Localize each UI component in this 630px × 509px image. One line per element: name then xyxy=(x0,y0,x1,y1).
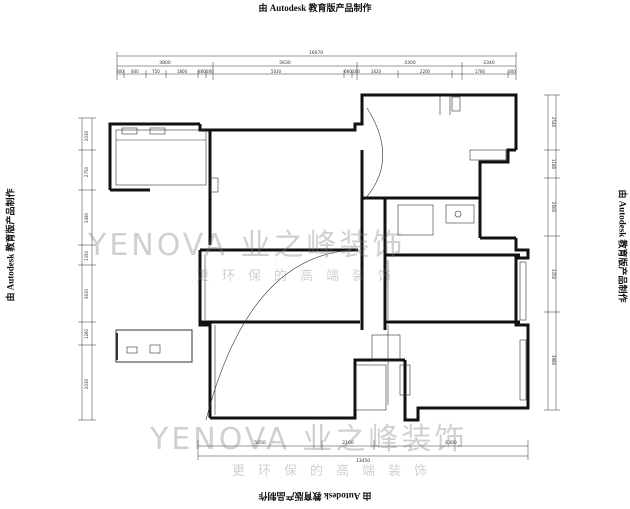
dim-label: 3490 xyxy=(84,212,89,223)
dim-label: 840 xyxy=(131,69,139,74)
dim-right-col: 2540 1180 2600 3350 3980 xyxy=(551,117,556,366)
detail-lines xyxy=(115,95,527,421)
wall-segment xyxy=(478,148,516,238)
dim-label: 3350 xyxy=(551,269,556,280)
dim-label: 3630 xyxy=(84,288,89,299)
dim-label: 1780 xyxy=(475,69,486,74)
dim-overall-bottom: 13450 xyxy=(356,458,370,464)
dim-label: 1260 xyxy=(84,328,89,339)
wall-segment xyxy=(108,122,200,190)
dim-label: 2030 xyxy=(84,130,89,141)
dim-label: 2030 xyxy=(84,378,89,389)
dim-label: 660 xyxy=(344,69,352,74)
dim-label: 1620 xyxy=(371,69,382,74)
dim-label: 2200 xyxy=(420,69,431,74)
dim-label: 1800 xyxy=(177,69,188,74)
dim-top-row1: 3800 5630 4300 2340 xyxy=(159,60,495,66)
autodesk-banner-right: 由 Autodesk 教育版产品制作 xyxy=(617,189,628,303)
dim-label: 2100 xyxy=(342,440,354,446)
dim-label: 300 xyxy=(508,69,516,74)
watermark-slogan: 更环保的高端装饰 xyxy=(196,269,405,284)
dim-label: 2750 xyxy=(84,166,89,177)
autodesk-banner-bottom: 由 Autodesk 教育版产品制作 xyxy=(258,491,372,501)
dim-label: 3980 xyxy=(551,355,556,366)
dim-label: 3800 xyxy=(159,60,171,66)
dim-label: 5030 xyxy=(271,69,282,74)
right-dimension-lines xyxy=(544,94,560,411)
dim-label: 750 xyxy=(152,69,160,74)
watermark-logo: YENOVA 业之峰装饰 xyxy=(88,228,406,263)
dim-label: 1180 xyxy=(551,159,556,170)
wall-segment xyxy=(198,93,518,150)
wall-segment xyxy=(198,250,212,418)
dim-label: 6300 xyxy=(445,440,457,446)
dim-label: 5050 xyxy=(254,440,266,446)
walls xyxy=(108,93,530,422)
wall-segment xyxy=(514,238,530,340)
dim-bottom-row1: 5050 2100 6300 xyxy=(254,440,457,446)
dim-overall-top: 16070 xyxy=(309,50,323,56)
dim-label: 300 xyxy=(116,69,124,74)
dim-label: 5630 xyxy=(279,60,291,66)
wall-segment xyxy=(210,358,405,420)
watermark-logo: YENOVA 业之峰装饰 xyxy=(150,422,468,457)
watermark-slogan: 更环保的高端装饰 xyxy=(232,464,441,479)
dim-top-row2: 300 840 750 1800 800 300 5030 660 300 16… xyxy=(116,69,516,74)
dim-label: 2340 xyxy=(483,60,495,66)
dim-label: 4300 xyxy=(404,60,416,66)
dim-label: 800 xyxy=(198,69,206,74)
dim-left-col: 2030 2750 3490 1350 3630 1260 2030 xyxy=(84,130,89,389)
left-dimension-lines xyxy=(78,117,96,421)
wall-segment xyxy=(403,340,530,422)
bottom-dimension-lines xyxy=(197,440,529,460)
dim-label: 2540 xyxy=(551,117,556,128)
dim-label: 1350 xyxy=(84,250,89,261)
autodesk-banner-left: 由 Autodesk 教育版产品制作 xyxy=(5,188,16,302)
autodesk-banner-top: 由 Autodesk 教育版产品制作 xyxy=(258,3,372,13)
dim-label: 300 xyxy=(352,69,360,74)
dim-label: 300 xyxy=(206,69,214,74)
dim-label: 2600 xyxy=(551,202,556,213)
top-dimension-lines xyxy=(116,52,517,80)
